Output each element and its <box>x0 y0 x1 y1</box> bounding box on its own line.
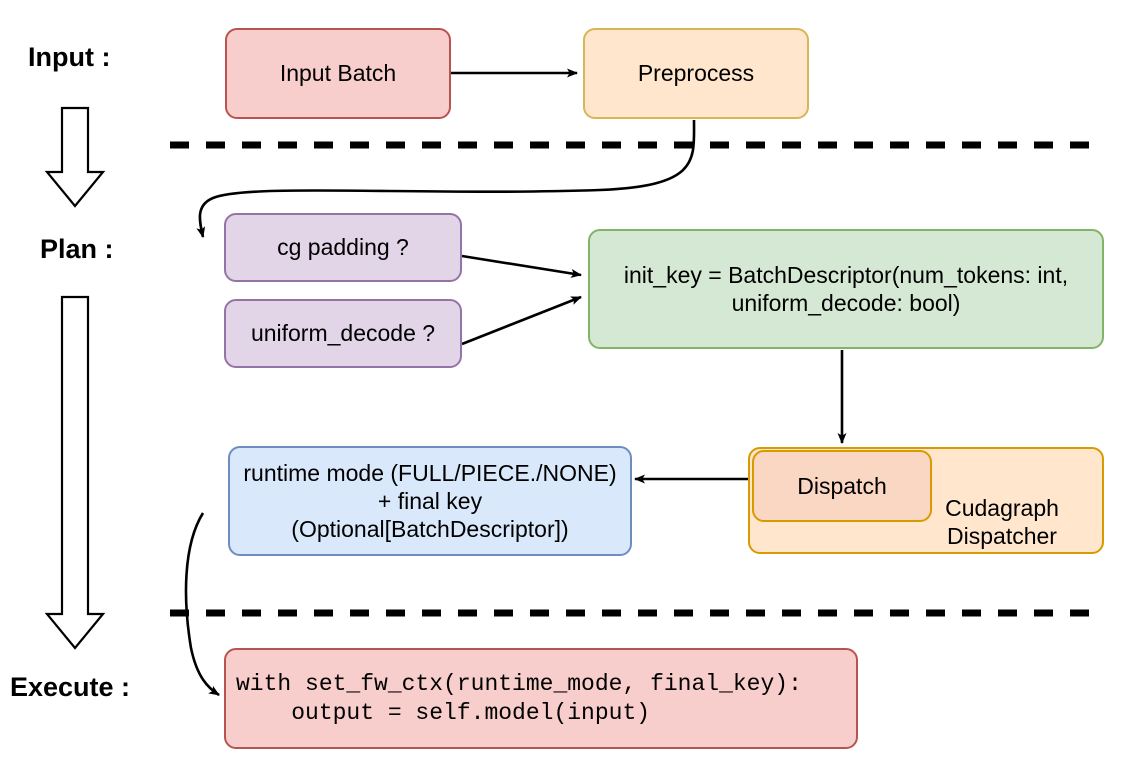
node-init-key[interactable]: init_key = BatchDescriptor(num_tokens: i… <box>588 229 1104 349</box>
node-uniform-decode-label: uniform_decode ? <box>250 320 436 347</box>
node-input-batch[interactable]: Input Batch <box>225 28 451 119</box>
node-input-batch-label: Input Batch <box>279 60 397 87</box>
node-init-key-line2: uniform_decode: bool) <box>731 290 961 316</box>
node-preprocess-label: Preprocess <box>637 60 755 87</box>
node-init-key-line1: init_key = BatchDescriptor(num_tokens: i… <box>623 261 1069 288</box>
node-uniform-decode[interactable]: uniform_decode ? <box>224 299 462 368</box>
node-cg-padding[interactable]: cg padding ? <box>224 213 462 282</box>
node-runtime-mode-line2: + final key (Optional[BatchDescriptor]) <box>291 487 569 543</box>
node-dispatch[interactable]: Dispatch <box>752 450 932 522</box>
node-cudagraph-dispatcher-line1: Cudagraph <box>945 494 1059 521</box>
node-cudagraph-dispatcher-line2: Dispatcher <box>947 522 1057 549</box>
node-execute-code[interactable]: with set_fw_ctx(runtime_mode, final_key)… <box>224 648 858 749</box>
node-cg-padding-label: cg padding ? <box>277 234 409 261</box>
stage-label-execute: Execute : <box>10 672 131 702</box>
edge-preprocess-to-cg-padding <box>196 119 696 238</box>
stage-label-input: Input : <box>28 42 111 72</box>
node-execute-code-line2: output = self.model(input) <box>236 699 651 726</box>
node-dispatch-label: Dispatch <box>797 472 887 499</box>
stage-block-arrow-plan-to-execute <box>44 295 106 650</box>
node-runtime-mode-line1: runtime mode (FULL/PIECE./NONE) <box>243 459 617 486</box>
edge-cg-padding-to-init-key <box>461 254 582 278</box>
node-preprocess[interactable]: Preprocess <box>583 28 809 119</box>
stage-label-plan: Plan : <box>40 234 114 264</box>
node-execute-code-line1: with set_fw_ctx(runtime_mode, final_key)… <box>236 671 802 698</box>
node-runtime-mode[interactable]: runtime mode (FULL/PIECE./NONE) + final … <box>228 446 632 556</box>
edge-runtime-mode-to-execute-code <box>184 512 220 697</box>
edge-uniform-decode-to-init-key <box>461 295 582 346</box>
stage-block-arrow-input-to-plan <box>44 106 106 208</box>
